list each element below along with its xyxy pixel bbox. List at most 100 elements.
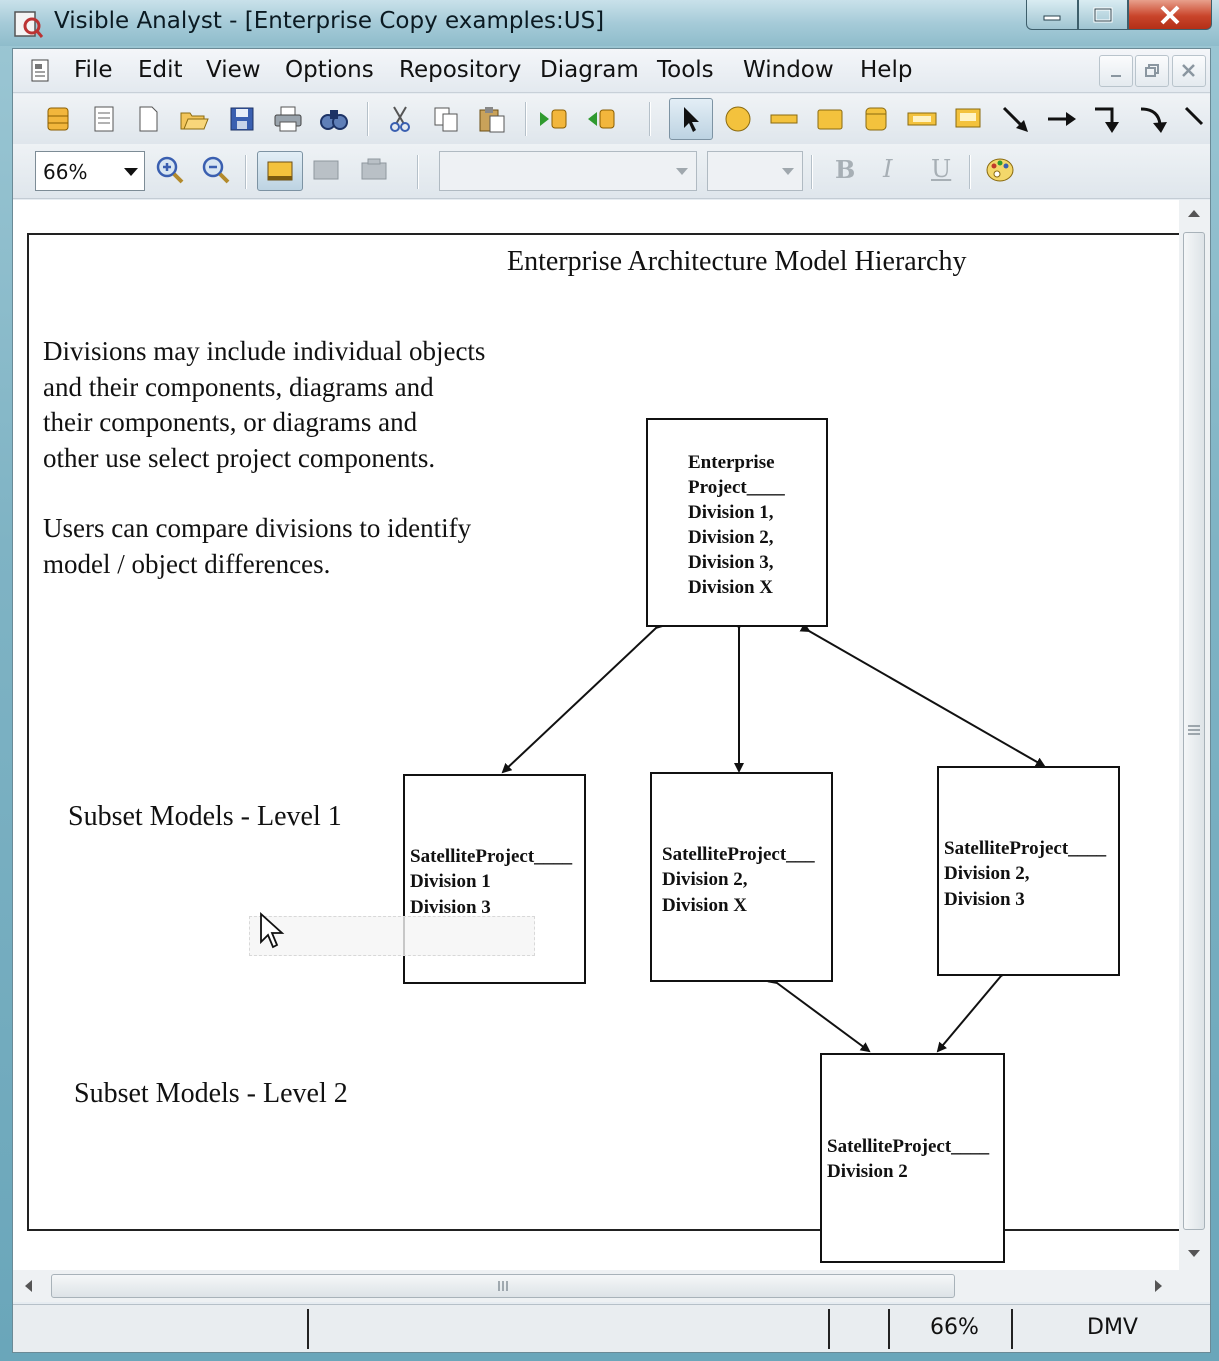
status-separator	[888, 1309, 890, 1349]
child-minimize-button[interactable]	[1099, 55, 1133, 87]
arrow-icon	[1048, 112, 1076, 126]
rectangle-icon	[817, 109, 843, 130]
vertical-scrollbar[interactable]	[1179, 200, 1210, 1270]
menu-view[interactable]: View	[206, 57, 261, 83]
view-mode-2-button[interactable]	[309, 153, 343, 187]
diagram-canvas[interactable]: Enterprise Architecture Model Hierarchy …	[13, 200, 1179, 1270]
arrow-c-d	[936, 966, 1010, 1053]
entity-tool-button[interactable]	[905, 102, 939, 136]
more-lines-button[interactable]	[1181, 102, 1209, 136]
description2-line-2: model / object differences.	[43, 549, 331, 579]
zoom-out-icon	[202, 156, 230, 184]
restore-icon	[1145, 64, 1159, 77]
horizontal-scrollbar[interactable]	[13, 1270, 1210, 1302]
underline-button[interactable]: U	[931, 155, 952, 183]
satellite-c-line-2: Division 2,	[944, 863, 1030, 884]
text-tool-button[interactable]	[951, 102, 985, 136]
grip-icon	[1188, 725, 1200, 735]
line-tool-button[interactable]	[767, 102, 801, 136]
print-icon	[274, 106, 302, 132]
toolbar-separator	[811, 155, 813, 189]
menu-options[interactable]: Options	[285, 57, 374, 83]
menu-edit[interactable]: Edit	[138, 57, 183, 83]
satellite-project-node-d[interactable]: SatelliteProject____ Division 2	[820, 1053, 1005, 1263]
process-tool-button[interactable]	[813, 102, 847, 136]
check-out-button[interactable]	[583, 102, 617, 136]
bold-button[interactable]: B	[835, 155, 856, 184]
child-restore-button[interactable]	[1135, 55, 1169, 87]
repository-button[interactable]	[41, 102, 75, 136]
maximize-button[interactable]	[1078, 0, 1128, 30]
menu-diagram[interactable]: Diagram	[540, 57, 639, 83]
menu-help[interactable]: Help	[860, 57, 913, 83]
level-2-label: Subset Models - Level 2	[74, 1078, 348, 1109]
satellite-d-line-2: Division 2	[827, 1161, 908, 1182]
select-tool-button[interactable]	[669, 98, 713, 140]
satellite-project-node-c[interactable]: SatelliteProject____ Division 2, Divisio…	[937, 766, 1120, 976]
paste-icon	[479, 107, 505, 133]
scroll-up-icon[interactable]	[1188, 210, 1200, 217]
scroll-down-icon[interactable]	[1188, 1250, 1200, 1257]
save-icon	[230, 107, 254, 131]
menu-file[interactable]: File	[74, 57, 113, 83]
grip-icon	[498, 1281, 508, 1291]
color-button[interactable]	[983, 153, 1017, 187]
print-button[interactable]	[271, 102, 305, 136]
menu-repository[interactable]: Repository	[399, 57, 522, 83]
view-mode-3-button[interactable]	[357, 153, 391, 187]
satellite-b-line-3: Division X	[662, 895, 747, 916]
list-button[interactable]	[87, 102, 121, 136]
satellite-c-line-3: Division 3	[944, 889, 1025, 910]
title-bar[interactable]: Visible Analyst - [Enterprise Copy examp…	[0, 0, 1219, 46]
close-button[interactable]	[1128, 0, 1212, 30]
cut-button[interactable]	[383, 102, 417, 136]
window-title: Visible Analyst - [Enterprise Copy examp…	[54, 8, 605, 34]
diagram-title: Enterprise Architecture Model Hierarchy	[507, 246, 967, 277]
minimize-icon	[1111, 75, 1121, 77]
enterprise-line-1: Enterprise	[688, 452, 775, 473]
font-size-select[interactable]	[707, 151, 803, 191]
toolbar-separator	[417, 155, 419, 189]
copy-icon	[434, 107, 458, 132]
font-name-select[interactable]	[439, 151, 697, 191]
status-mode: DMV	[1087, 1315, 1138, 1340]
view-mode-button[interactable]	[257, 151, 303, 191]
cut-icon	[390, 106, 410, 132]
check-in-button[interactable]	[537, 102, 571, 136]
minimize-button[interactable]	[1026, 0, 1078, 30]
paste-button[interactable]	[475, 102, 509, 136]
open-button[interactable]	[177, 102, 211, 136]
find-button[interactable]	[317, 102, 351, 136]
database-icon	[47, 107, 69, 131]
italic-button[interactable]: I	[883, 155, 893, 183]
horizontal-scroll-thumb[interactable]	[51, 1274, 955, 1298]
child-close-button[interactable]	[1172, 55, 1206, 87]
straight-line-button[interactable]	[1045, 102, 1079, 136]
panel-icon	[267, 161, 293, 181]
scroll-right-icon[interactable]	[1155, 1280, 1162, 1292]
elbow-line-button[interactable]	[1091, 102, 1125, 136]
satellite-project-node-b[interactable]: SatelliteProject___ Division 2, Division…	[650, 772, 833, 982]
save-button[interactable]	[225, 102, 259, 136]
double-line-icon	[770, 114, 798, 124]
menu-tools[interactable]: Tools	[657, 57, 714, 83]
mdi-client: File Edit View Options Repository Diagra…	[12, 48, 1211, 1353]
zoom-in-button[interactable]	[153, 153, 187, 187]
new-button[interactable]	[131, 102, 165, 136]
connector-arrows	[501, 618, 1046, 1053]
zoom-out-button[interactable]	[199, 153, 233, 187]
zoom-select[interactable]: 66%	[35, 151, 145, 191]
menu-window[interactable]: Window	[743, 57, 834, 83]
vertical-scroll-thumb[interactable]	[1183, 232, 1205, 1230]
find-icon	[320, 110, 348, 130]
circle-tool-button[interactable]	[721, 102, 755, 136]
enterprise-project-node[interactable]: Enterprise Project____ Division 1, Divis…	[646, 418, 828, 627]
description-line-2: and their components, diagrams and	[43, 372, 434, 402]
scroll-left-icon[interactable]	[25, 1280, 32, 1292]
document-icon[interactable]	[29, 58, 53, 84]
zoom-value: 66%	[43, 160, 88, 184]
datastore-tool-button[interactable]	[859, 102, 893, 136]
copy-button[interactable]	[429, 102, 463, 136]
curved-line-button[interactable]	[1137, 102, 1171, 136]
diagonal-line-button[interactable]	[999, 102, 1033, 136]
